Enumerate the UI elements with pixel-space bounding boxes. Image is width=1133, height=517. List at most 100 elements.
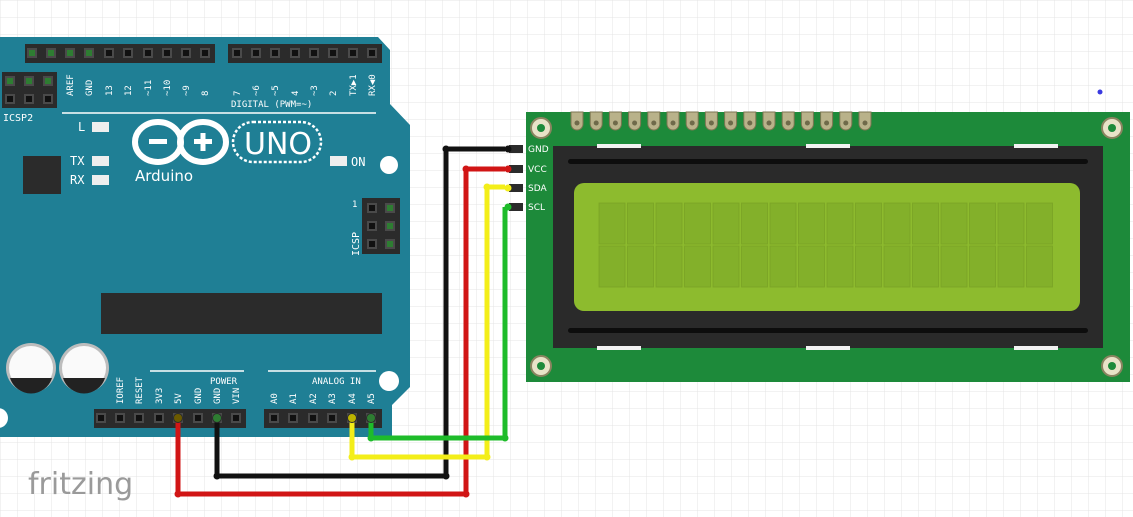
lcd-bezel-rail-top	[568, 159, 1088, 164]
digital-pin-l4-hole	[106, 50, 112, 56]
lcd-contact-hole-10	[766, 120, 772, 126]
lcd-bezel-tab-1	[597, 144, 641, 148]
digital-header-right[interactable]	[228, 44, 382, 63]
capacitor-right	[59, 343, 109, 394]
lcd-cell	[627, 202, 654, 245]
logo-infinity-right	[177, 119, 229, 165]
lcd-cell	[598, 245, 626, 288]
digital-label-r0: 7	[233, 91, 243, 96]
lcd-contact-hole-5	[670, 120, 676, 126]
lcd-pin-pad-1[interactable]	[509, 165, 523, 173]
lcd-pin-pad-2[interactable]	[509, 184, 523, 192]
lcd-contact-hole-3	[632, 120, 638, 126]
lcd-hole-tl-inner	[537, 124, 545, 132]
lcd-cell	[855, 202, 882, 245]
digital-label-4: ~11	[144, 80, 154, 96]
digital-label-r3: 4	[291, 91, 301, 96]
digital-label-r4: ~3	[310, 85, 320, 96]
lcd-cell	[997, 202, 1025, 245]
lcd-contact-hole-14	[843, 120, 849, 126]
lcd-cell	[1026, 202, 1053, 245]
digital-label-1: GND	[85, 80, 95, 96]
lcd-bezel-tab-5	[806, 346, 850, 350]
lcd-pin-pad-0[interactable]	[509, 145, 523, 153]
icsp-pins	[367, 203, 395, 249]
led-rx	[92, 175, 109, 185]
power-label-2: 3V3	[155, 388, 165, 404]
wires	[173, 145, 509, 498]
lcd-contact-hole-12	[804, 120, 810, 126]
lcd-pin-label-0: GND	[528, 145, 549, 155]
icsp2-label: ICSP2	[3, 113, 33, 124]
digital-pin-l9-hole	[202, 50, 208, 56]
lcd-cell	[712, 245, 740, 288]
power-pin-7-hole	[233, 415, 239, 421]
digital-label-r7: RX◀0	[368, 74, 378, 96]
lcd-pin-pad-3[interactable]	[509, 203, 523, 211]
lcd-pin-dot-0	[504, 145, 512, 153]
led-on	[330, 156, 347, 166]
lcd-contact-hole-4	[651, 120, 657, 126]
digital-pin-l8-hole	[183, 50, 189, 56]
icsp-pin-1-hole	[387, 205, 393, 211]
digital-pin-r1-hole	[253, 50, 259, 56]
lcd-contact-hole-11	[785, 120, 791, 126]
wire-bend-0	[213, 472, 221, 480]
led-tx-label: TX	[70, 154, 85, 168]
icsp2-pins	[5, 76, 53, 104]
arduino-wire-endpoints	[173, 413, 376, 423]
lcd-cell	[627, 245, 654, 288]
power-pin-5-hole	[195, 415, 201, 421]
lcd-cell	[969, 245, 996, 288]
analog-label-5: A5	[367, 393, 377, 404]
analog-pin-1-hole	[290, 415, 296, 421]
lcd-cell	[655, 202, 683, 245]
lcd-cell	[741, 202, 768, 245]
lcd-cell	[1026, 245, 1053, 288]
lcd-cell	[883, 202, 911, 245]
lcd-cell	[912, 202, 939, 245]
power-label-1: RESET	[135, 376, 145, 404]
lcd-hole-tr-inner	[1108, 124, 1116, 132]
wire-scl[interactable]	[368, 207, 508, 441]
digital-label-6: ~9	[182, 85, 192, 96]
lcd-contact-hole-13	[824, 120, 830, 126]
lcd-cell	[684, 202, 711, 245]
digital-pin-r3-hole	[292, 50, 298, 56]
icsp-pin-2-hole	[369, 223, 375, 229]
lcd-contact-hole-15	[862, 120, 868, 126]
led-l	[92, 122, 109, 132]
wire-bend-4	[462, 490, 470, 498]
digital-pin-l5-hole	[125, 50, 131, 56]
wire-bend-2	[442, 145, 450, 153]
lcd-bezel-tab-4	[597, 346, 641, 350]
lcd-pin-dot-1	[504, 165, 512, 173]
mount-hole-top	[380, 156, 398, 174]
icsp2-pin-0-hole	[7, 78, 13, 84]
lcd-contact-hole-7	[708, 120, 714, 126]
led-l-label: L	[78, 120, 85, 134]
power-header[interactable]	[94, 409, 246, 428]
lcd-contact-hole-8	[728, 120, 734, 126]
lcd-pin-dot-2	[504, 184, 512, 192]
analog-header[interactable]	[264, 409, 382, 428]
arduino-logo: Arduino UNO	[132, 119, 323, 185]
analog-label-2: A2	[309, 393, 319, 404]
wire-bend-5	[462, 165, 470, 173]
mount-hole-bottom	[379, 371, 399, 391]
digital-label-7: 8	[201, 91, 211, 96]
lcd-cell	[855, 245, 882, 288]
lcd-cell	[883, 245, 911, 288]
icsp-pin1-label: 1	[352, 200, 357, 210]
lcd-contact-hole-6	[689, 120, 695, 126]
digital-label-r2: ~5	[271, 85, 281, 96]
digital-pin-l1-hole	[48, 50, 54, 56]
lcd-cell	[655, 245, 683, 288]
digital-pin-r5-hole	[330, 50, 336, 56]
icsp2-pin-3-hole	[7, 96, 13, 102]
atmega-chip	[101, 293, 382, 334]
lcd-bezel-tab-2	[806, 144, 850, 148]
